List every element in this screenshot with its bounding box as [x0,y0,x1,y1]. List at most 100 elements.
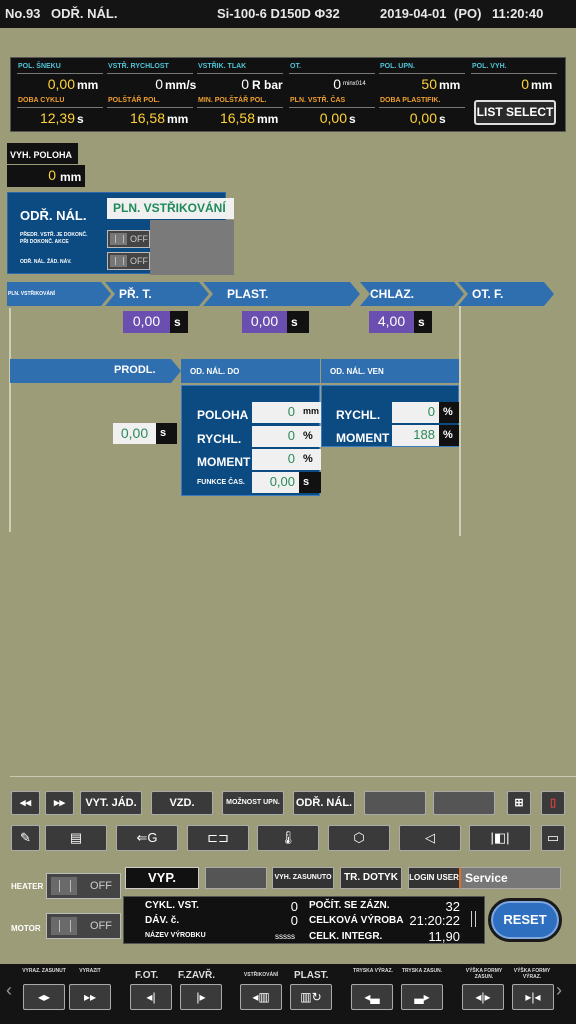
mold-close-button[interactable]: |▸ [180,984,222,1010]
prev-page-button[interactable]: ◂◂ [11,791,40,815]
timeline-line-right [459,306,461,536]
motor-label: MOTOR [11,924,41,933]
empty-indicator [205,867,267,889]
window-icon[interactable]: ▭ [541,825,565,851]
next-page-button[interactable]: ▸▸ [45,791,74,815]
ejector-settings-box: ODŘ. NÁL. PLN. VSTŘIKOVÁNÍ PŘEDR. VSTŘ. … [7,192,234,275]
screen-number: No.93 [5,6,41,21]
screen-title: ODŘ. NÁL. [51,6,118,21]
ejector-position-label: VYH. POLOHA [7,143,78,164]
cycle-count: 0 [290,899,298,914]
book-icon[interactable]: ▤ [45,825,107,851]
step-cooling: CHLAZ. [360,282,464,306]
delay-time-value[interactable]: 0,00 [113,423,156,444]
nozzle-icon[interactable]: ◁ [399,825,461,851]
nozzle-touch-indicator: TR. DOTYK [340,867,402,889]
ejector-forward-panel: POLOHA 0 mm RYCHL. 0 % MOMENT 0 % FUNKCE… [181,385,321,496]
tab-ejector-forward[interactable]: OD. NÁL. DO [181,359,320,383]
total-production: 21:20:22 [409,913,460,928]
step-filling: PLN. VSTŘIKOVÁNÍ [7,282,111,306]
injection-button[interactable]: ◂▥ [240,984,282,1010]
ejector-function-time[interactable]: 0,00 [252,472,299,493]
mold-height-advance-button[interactable]: ▸|◂ [512,984,554,1010]
date: 2019-04-01 [380,6,447,21]
ejector-retract-button[interactable]: ◂▸ [23,984,65,1010]
ejector-back-torque[interactable]: 188 [392,425,439,446]
ejector-position-value: 0 [7,165,60,187]
step-hold-pressure: PŘ. T. [105,282,209,306]
toggle-ejector-return[interactable]: OFF [107,252,150,270]
temperature-icon[interactable]: 🌡 [257,825,319,851]
weekday: (PO) [454,6,482,21]
ejector-retracted-indicator: VYH. ZASUNUTO [272,867,334,889]
cube-icon[interactable]: ⬡ [328,825,390,851]
login-user-label[interactable]: LOGIN USER [408,867,460,889]
ejector-forward-speed[interactable]: 0 [252,426,299,447]
injection-graph-icon[interactable]: ⇐G [116,825,178,851]
step-delay: PRODL. [10,359,181,383]
step-mold-open: OT. F. [458,282,554,306]
shot-counter: 32 [445,899,460,914]
plasticize-button[interactable]: ▥↻ [290,984,332,1010]
product-name: sssss [275,932,295,941]
mode-indicator: VYP. [125,867,199,889]
grid-menu-icon[interactable]: ⊞ [507,791,531,815]
scroll-right-icon[interactable]: › [556,980,562,1000]
scroll-left-icon[interactable]: ‹ [6,980,12,1000]
ejector-back-panel: RYCHL. 0 % MOMENT 188 % [321,385,459,447]
production-counter-panel: CYKL. VST. 0 DÁV. č. 0 NÁZEV VÝROBKU sss… [123,896,485,944]
toggle-wait-injection[interactable]: OFF [107,230,150,248]
mold-open-button[interactable]: ◂| [130,984,172,1010]
clamp-options-button[interactable]: MOŽNOST UPN. [222,791,284,815]
total-integral: 11,90 [428,929,460,944]
ejector-back-speed[interactable]: 0 [392,402,439,423]
clock: 11:20:40 [492,6,544,21]
core-pull-button[interactable]: VYT. JÁD. [80,791,142,815]
empty-button-1[interactable] [364,791,426,815]
nozzle-advance-button[interactable]: ◂▃ [351,984,393,1010]
ejector-button[interactable]: ODŘ. NÁL. [293,791,355,815]
machine-model: Si-100-6 D150D Φ32 [217,6,340,21]
ejector-advance-button[interactable]: ▸▸ [69,984,111,1010]
heater-label: HEATER [11,882,44,891]
ejector-forward-torque[interactable]: 0 [252,449,299,470]
edit-pencil-icon[interactable]: ✎ [11,825,40,851]
motor-switch[interactable]: OFF [46,913,121,939]
mold-height-icon[interactable]: |◧| [469,825,531,851]
heater-switch[interactable]: OFF [46,873,121,899]
exit-door-icon[interactable]: ▯ [541,791,565,815]
ejector-position-unit: mm [60,165,85,187]
user-name: Service [459,867,561,889]
option-label-1a: PŘEDR. VSTŘ. JE DOKONČ. [20,232,88,238]
movement-bar: ‹ › VYRAZ. ZASUNUT ◂▸ VYRAZIT ▸▸ F.OT. ◂… [0,964,576,1024]
status-header: No.93 ODŘ. NÁL. Si-100-6 D150D Φ32 2019-… [0,0,576,28]
ejector-forward-position[interactable]: 0 [252,402,299,423]
mold-icon[interactable]: ⊏⊐ [187,825,249,851]
separator [10,776,576,777]
timeline-line-left [9,308,11,532]
list-select-button[interactable]: LIST SELECT [474,100,556,125]
ejector-title: ODŘ. NÁL. [20,208,87,223]
batch-number: 0 [290,913,298,928]
option-label-1b: PŘI DOKONČ. AKCE [20,239,69,245]
option-label-2: ODŘ. NÁL. ŽÁD. NÁV. [20,259,72,265]
air-button[interactable]: VZD. [151,791,213,815]
ejector-mode-select[interactable]: PLN. VSTŘIKOVÁNÍ [107,198,234,219]
mold-height-retract-button[interactable]: ◂|▸ [462,984,504,1010]
reset-button[interactable]: RESET [488,898,562,942]
nozzle-retract-button[interactable]: ▃▸ [401,984,443,1010]
tab-ejector-back[interactable]: OD. NÁL. VEN [321,359,459,383]
divider-icon [471,911,476,927]
empty-button-2[interactable] [433,791,495,815]
